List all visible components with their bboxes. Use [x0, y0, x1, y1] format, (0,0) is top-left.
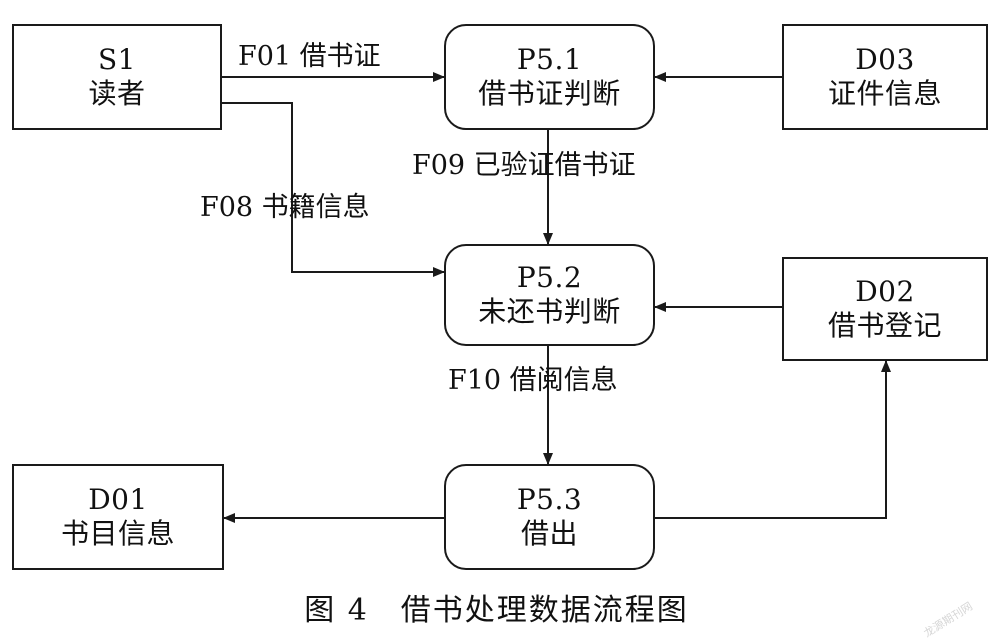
node-d03-code: D03 — [855, 42, 915, 76]
node-p53-code: P5.3 — [516, 482, 583, 516]
node-d03-name: 证件信息 — [827, 77, 942, 110]
flow-label-f10: F10 借阅信息 — [448, 365, 618, 396]
flow-label-f08: F08 书籍信息 — [200, 192, 370, 223]
node-s1-reader: S1 读者 — [12, 24, 222, 130]
arrow-s1-to-p52 — [222, 102, 445, 277]
node-p53-lend: P5.3 借出 — [444, 464, 655, 570]
flow-label-f09: F09 已验证借书证 — [412, 150, 636, 181]
flow-label-f01: F01 借书证 — [238, 41, 381, 72]
node-p52-name: 未还书判断 — [478, 295, 621, 328]
node-d01-name: 书目信息 — [60, 517, 175, 550]
node-s1-code: S1 — [98, 42, 136, 76]
node-p52-code: P5.2 — [516, 260, 583, 294]
node-s1-name: 读者 — [88, 77, 146, 110]
node-p53-name: 借出 — [520, 517, 578, 550]
node-p51-code: P5.1 — [516, 42, 583, 76]
node-d01-catalog-info: D01 书目信息 — [12, 464, 224, 570]
node-p52-unreturned-check: P5.2 未还书判断 — [444, 244, 655, 346]
node-d03-credential-info: D03 证件信息 — [782, 24, 988, 130]
figure-caption: 图 4 借书处理数据流程图 — [304, 593, 689, 628]
node-d01-code: D01 — [88, 482, 148, 516]
node-p51-card-check: P5.1 借书证判断 — [444, 24, 655, 130]
arrow-p53-to-d02 — [655, 360, 891, 519]
node-d02-name: 借书登记 — [827, 309, 942, 342]
node-d02-code: D02 — [855, 274, 915, 308]
node-p51-name: 借书证判断 — [478, 77, 621, 110]
node-d02-borrow-register: D02 借书登记 — [782, 257, 988, 361]
